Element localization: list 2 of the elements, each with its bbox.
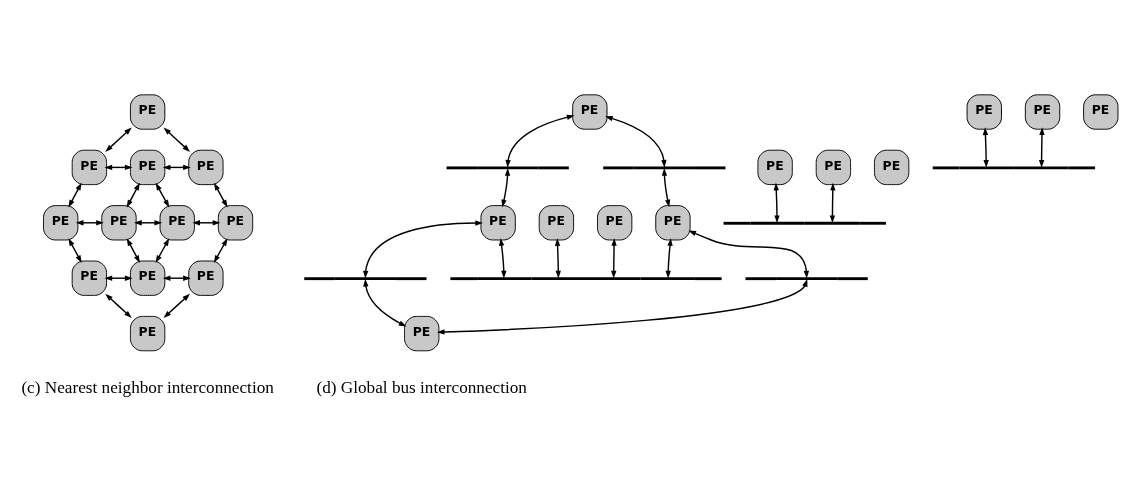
label: (d) Global bus interconnection [316, 378, 527, 398]
label: (c) Nearest neighbor interconnection [21, 378, 274, 398]
